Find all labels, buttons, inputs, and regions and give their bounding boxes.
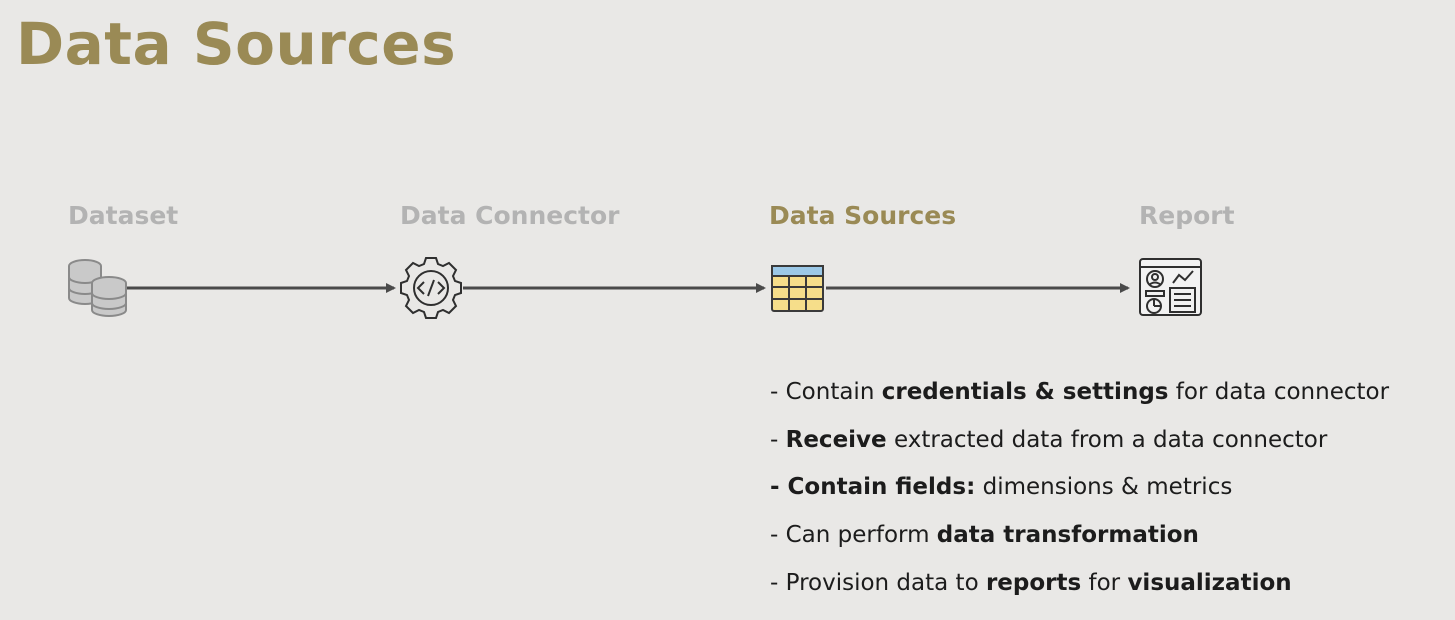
stage-label-data-connector: Data Connector: [400, 201, 620, 230]
description-list: - Contain credentials & settings for dat…: [770, 372, 1389, 610]
list-item: - Can perform data transformation: [770, 522, 1199, 549]
list-item: - Provision data to reports for visualiz…: [770, 569, 1292, 596]
stage-label-dataset: Dataset: [68, 201, 179, 230]
list-item: - Contain credentials & settings for dat…: [770, 379, 1390, 405]
table-icon: [771, 265, 824, 312]
stage-label-report: Report: [1139, 201, 1235, 230]
code-gear-icon: [400, 257, 462, 319]
list-item: - Contain fields: dimensions & metrics: [770, 474, 1233, 501]
report-dashboard-icon: [1139, 258, 1202, 316]
list-item: - Receive extracted data from a data con…: [770, 426, 1328, 453]
stage-label-data-sources: Data Sources: [769, 201, 957, 230]
database-icon: [68, 259, 127, 317]
page-title: Data Sources: [16, 10, 457, 78]
